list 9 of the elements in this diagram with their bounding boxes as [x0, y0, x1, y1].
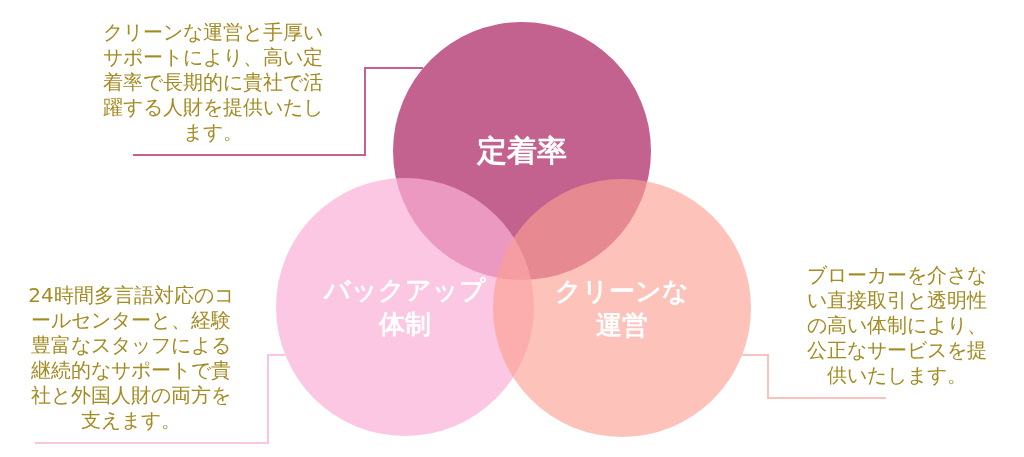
callout-text: クリーンな運営と手厚いサポートにより、高い定着率で長期的に貴社で活躍する人財を提供いたします。 [100, 18, 326, 155]
leader-line [132, 67, 424, 156]
leader-line [34, 354, 286, 444]
circle-label: クリーンな運営 [554, 274, 690, 342]
callout-text: ブローカーを介さない直接取引と透明性の高い体制により、公正なサービスを提供いたします。 [799, 261, 995, 398]
callout-text: 24時間多言語対応のコールセンターと、経験豊富なスタッフによる継続的なサポートで貴社と外国人財の両方を支えます。 [25, 281, 237, 443]
circle-label: バックアップ体制 [322, 273, 487, 341]
leader-line [741, 354, 887, 399]
circle-label: 定着率 [475, 132, 568, 171]
